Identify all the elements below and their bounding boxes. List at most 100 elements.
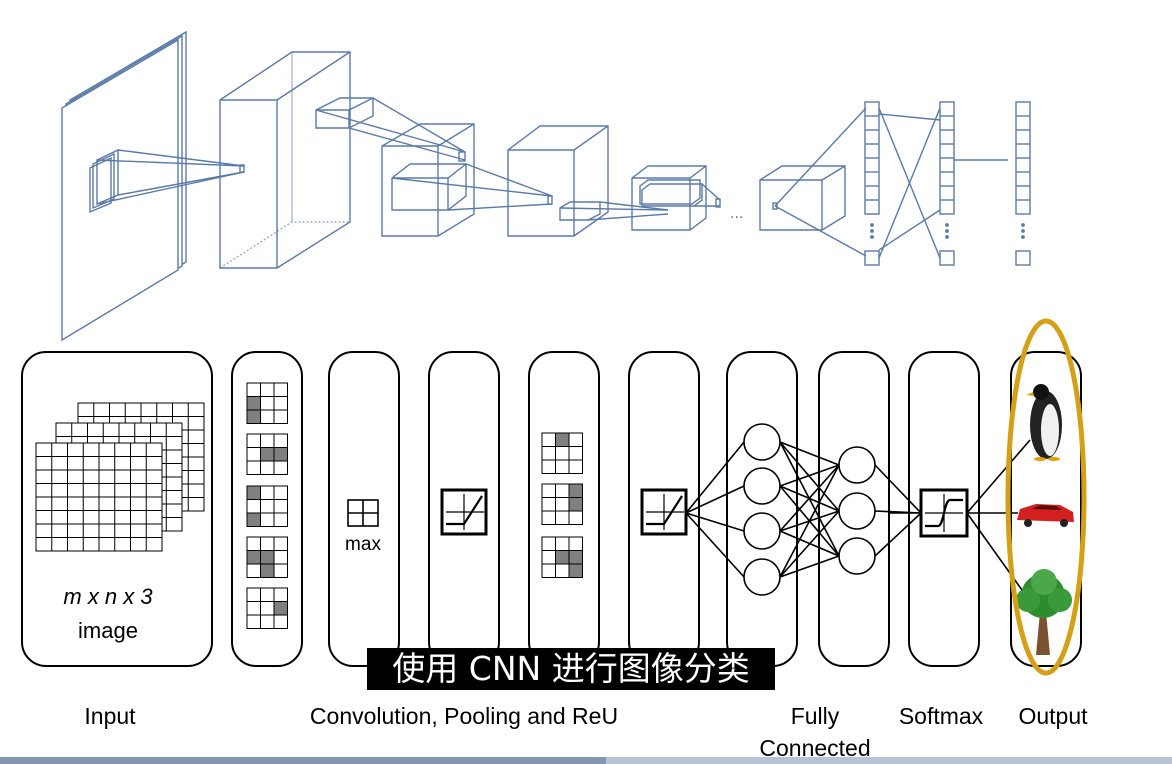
input-dims-label: m x n x 3 [63,584,153,609]
label-fully: Fully [791,703,840,729]
nn-edge [779,441,840,512]
filter-cell [541,563,556,578]
filter-cell [541,510,556,525]
filter-cell [246,409,261,424]
nn-edge [685,441,745,514]
filter-cell [260,536,275,551]
nn-edge [779,441,840,466]
filter-grids [246,382,583,629]
nn-node [743,558,781,596]
bottom-progress-bar-right [606,757,1172,764]
filter-cell [246,536,261,551]
filter-cell [555,483,570,498]
filter-cell [555,446,570,461]
filter-cell [246,485,261,500]
filter-cell [541,483,556,498]
filter-cell [246,512,261,527]
relu-icon-1 [440,488,488,536]
filter-cell [260,499,275,514]
final-feature-volume [759,107,867,257]
filter-cell [273,601,288,616]
nn-edge [779,464,840,532]
filter-cell [260,433,275,448]
nn-edge [779,464,840,578]
filter-cell [555,536,570,551]
filter-cell [568,446,583,461]
nn-edge [685,512,745,532]
label-conv: Convolution, Pooling and ReU [310,703,618,729]
pool-volume-1 [381,123,553,237]
filter-cell [273,382,288,397]
filter-cell [246,563,261,578]
car-icon [1017,504,1074,527]
filter-cell [273,550,288,565]
nn-edge [685,512,745,578]
nn-edge [874,464,922,514]
filter-cell [541,432,556,447]
filter-cell [273,536,288,551]
filter-cell [260,396,275,411]
filter-cell [260,485,275,500]
filter-cell [260,550,275,565]
filter-cell [273,433,288,448]
filter-cell [246,587,261,602]
pool-volume-2 [631,165,721,231]
filter-cell [541,446,556,461]
nn-edge [874,512,922,557]
stage-fc1-box [726,351,798,667]
nn-edge [779,555,840,578]
filter-cell [568,497,583,512]
filter-cell [273,447,288,462]
subtitle-caption: 使用 CNN 进行图像分类 [367,648,775,690]
filter-cell [260,409,275,424]
filter-cell [246,499,261,514]
filter-cell [541,459,556,474]
filter-cell [555,550,570,565]
filter-cell [273,512,288,527]
filter-cell [568,563,583,578]
nn-edge [685,485,745,514]
filter-cell [260,447,275,462]
filter-cell [541,497,556,512]
penguin-icon [1026,384,1062,461]
filter-cell [568,459,583,474]
nn-node [838,537,876,575]
filter-cell [273,614,288,629]
nn-node [743,467,781,505]
filter-cell [246,433,261,448]
filter-cell [273,485,288,500]
filter-cell [260,614,275,629]
filter-cell [273,499,288,514]
filter-cell [260,587,275,602]
nn-node [743,512,781,550]
ellipsis-text: ... [730,206,743,222]
nn-node [743,423,781,461]
filter-cell [260,601,275,616]
filter-cell [246,550,261,565]
stage-pool-box [328,351,400,667]
input-image-grids [35,402,205,552]
filter-cell [541,536,556,551]
filter-cell [273,409,288,424]
max-pool-icon [347,499,379,527]
filter-cell [246,460,261,475]
nn-edge [779,464,840,487]
bottom-progress-bar-left [0,757,606,764]
filter-cell [246,601,261,616]
filter-cell [555,497,570,512]
filter-cell [555,563,570,578]
cnn-architecture-3d [61,30,1031,342]
input-image-label: image [78,618,138,643]
label-softmax: Softmax [899,703,984,729]
filter-cell [273,396,288,411]
fc-columns [864,101,1031,266]
filter-cell [246,447,261,462]
filter-cell [273,460,288,475]
filter-cell [273,563,288,578]
max-pool-label: max [345,534,381,555]
filter-cell [568,483,583,498]
conv-volume-1 [219,51,466,269]
filter-cell [260,382,275,397]
conv-volume-2 [507,125,669,237]
